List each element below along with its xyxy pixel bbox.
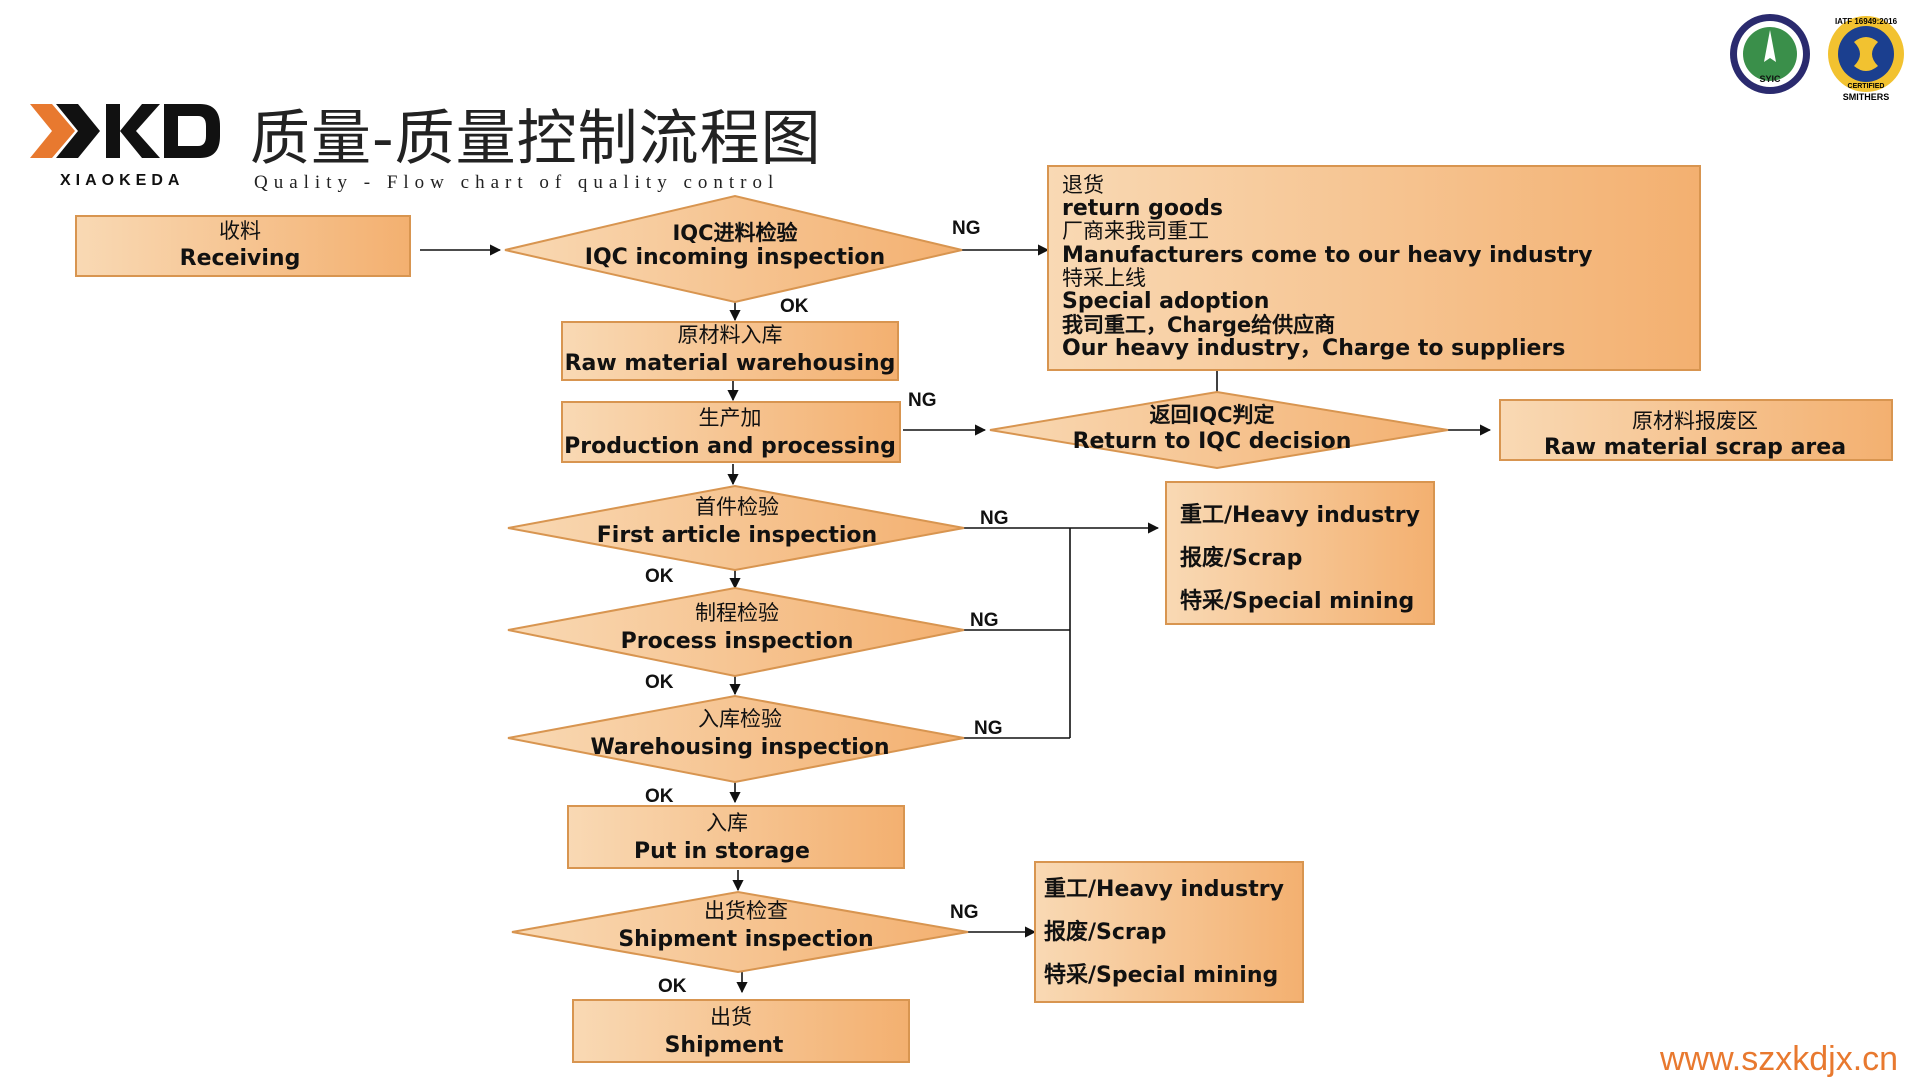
brand-name: XIAOKEDA bbox=[60, 172, 185, 189]
node-labels: 收料 Receiving IQC进料检验 IQC incoming inspec… bbox=[180, 219, 1846, 1058]
warehousing-en: Warehousing inspection bbox=[590, 735, 889, 760]
return-goods-line-7: Our heavy industry，Charge to suppliers bbox=[1062, 336, 1565, 361]
receiving-cn: 收料 bbox=[219, 219, 261, 243]
shipment-inspection-cn: 出货检查 bbox=[704, 899, 788, 923]
shipment-en: Shipment bbox=[665, 1033, 784, 1058]
disposition-bottom-lines: 重工/Heavy industry 报废/Scrap 特采/Special mi… bbox=[1044, 877, 1284, 988]
process-en: Process inspection bbox=[621, 629, 854, 654]
shipment-inspection-diamond bbox=[511, 890, 969, 974]
ng-label-production: NG bbox=[908, 390, 937, 411]
edge-labels: NG OK NG NG OK NG OK NG OK NG OK bbox=[645, 218, 1009, 997]
shipment-box bbox=[572, 999, 910, 1063]
disposition-bottom-line-1: 报废/Scrap bbox=[1044, 919, 1166, 945]
ok-label-process: OK bbox=[645, 672, 674, 693]
return-goods-line-2: 厂商来我司重工 bbox=[1062, 219, 1209, 243]
connectors bbox=[420, 244, 1492, 994]
disposition-mid-line-0: 重工/Heavy industry bbox=[1180, 503, 1420, 528]
raw-warehousing-en: Raw material warehousing bbox=[565, 351, 896, 376]
page-title: 质量-质量控制流程图 bbox=[250, 104, 822, 174]
raw-warehousing-cn: 原材料入库 bbox=[678, 323, 783, 347]
receiving-box bbox=[75, 215, 411, 277]
return-goods-line-5: Special adoption bbox=[1062, 289, 1269, 314]
shipment-inspection-en: Shipment inspection bbox=[618, 927, 873, 952]
syic-badge-label: SYIC bbox=[1759, 74, 1781, 84]
disposition-mid-line-2: 特采/Special mining bbox=[1180, 588, 1414, 614]
process-diamond bbox=[507, 586, 965, 678]
disposition-mid-lines: 重工/Heavy industry 报废/Scrap 特采/Special mi… bbox=[1180, 503, 1420, 614]
footer-url: www.szxkdjx.cn bbox=[1660, 1040, 1899, 1078]
raw-warehousing-box bbox=[561, 321, 899, 381]
ok-label-shipment: OK bbox=[658, 976, 687, 997]
first-article-cn: 首件检验 bbox=[695, 495, 779, 519]
xkd-logo bbox=[30, 104, 220, 158]
smithers-label: SMITHERS bbox=[1843, 92, 1890, 102]
storage-box bbox=[567, 805, 905, 869]
warehousing-diamond bbox=[507, 694, 965, 784]
iatf-badge-icon: IATF 16949:2016 CERTIFIED SMITHERS bbox=[1828, 16, 1904, 102]
page-subtitle: Quality - Flow chart of quality control bbox=[254, 172, 780, 193]
return-goods-lines: 退货 return goods 厂商来我司重工 Manufacturers co… bbox=[1062, 173, 1593, 361]
warehousing-cn: 入库检验 bbox=[698, 707, 782, 731]
return-goods-line-0: 退货 bbox=[1062, 173, 1104, 197]
storage-cn: 入库 bbox=[706, 811, 748, 835]
disposition-mid-line-1: 报废/Scrap bbox=[1180, 545, 1302, 571]
process-cn: 制程检验 bbox=[695, 601, 779, 625]
return-goods-line-6: 我司重工，Charge给供应商 bbox=[1062, 313, 1335, 337]
ok-label-first: OK bbox=[645, 566, 674, 587]
syic-badge-icon: SYIC bbox=[1730, 14, 1810, 94]
iatf-badge-label: IATF 16949:2016 bbox=[1835, 17, 1898, 26]
return-goods-line-1: return goods bbox=[1062, 196, 1223, 221]
iqc-en: IQC incoming inspection bbox=[585, 245, 885, 270]
storage-en: Put in storage bbox=[634, 839, 810, 864]
ng-label-process: NG bbox=[970, 610, 999, 631]
scrap-area-cn: 原材料报废区 bbox=[1632, 409, 1758, 433]
disposition-bottom-box bbox=[1034, 861, 1304, 1003]
scrap-area-box bbox=[1499, 399, 1893, 461]
return-goods-line-3: Manufacturers come to our heavy industry bbox=[1062, 243, 1593, 268]
production-cn: 生产加 bbox=[699, 406, 762, 430]
iqc-diamond bbox=[504, 194, 963, 304]
ok-label-warehousing: OK bbox=[645, 786, 674, 807]
first-article-diamond bbox=[507, 484, 965, 572]
ng-label-first: NG bbox=[980, 508, 1009, 529]
return-iqc-en: Return to IQC decision bbox=[1073, 429, 1352, 454]
process-boxes bbox=[75, 165, 1893, 1063]
iqc-cn: IQC进料检验 bbox=[672, 221, 797, 245]
ng-label-iqc: NG bbox=[952, 218, 981, 239]
disposition-mid-box bbox=[1165, 481, 1435, 625]
certified-label: CERTIFIED bbox=[1848, 83, 1885, 90]
production-box bbox=[561, 401, 901, 463]
first-article-en: First article inspection bbox=[597, 523, 877, 548]
decision-diamonds bbox=[504, 194, 1449, 974]
return-iqc-diamond bbox=[989, 390, 1449, 470]
ng-label-shipment: NG bbox=[950, 902, 979, 923]
return-goods-box bbox=[1047, 165, 1701, 371]
return-goods-line-4: 特采上线 bbox=[1062, 266, 1146, 290]
ok-label-iqc: OK bbox=[780, 296, 809, 317]
return-iqc-cn: 返回IQC判定 bbox=[1149, 403, 1274, 427]
production-en: Production and processing bbox=[564, 434, 896, 459]
disposition-bottom-line-2: 特采/Special mining bbox=[1044, 962, 1278, 988]
scrap-area-en: Raw material scrap area bbox=[1544, 435, 1846, 460]
ng-label-warehousing: NG bbox=[974, 718, 1003, 739]
shipment-cn: 出货 bbox=[710, 1005, 752, 1029]
receiving-en: Receiving bbox=[180, 246, 301, 271]
disposition-bottom-line-0: 重工/Heavy industry bbox=[1044, 877, 1284, 902]
